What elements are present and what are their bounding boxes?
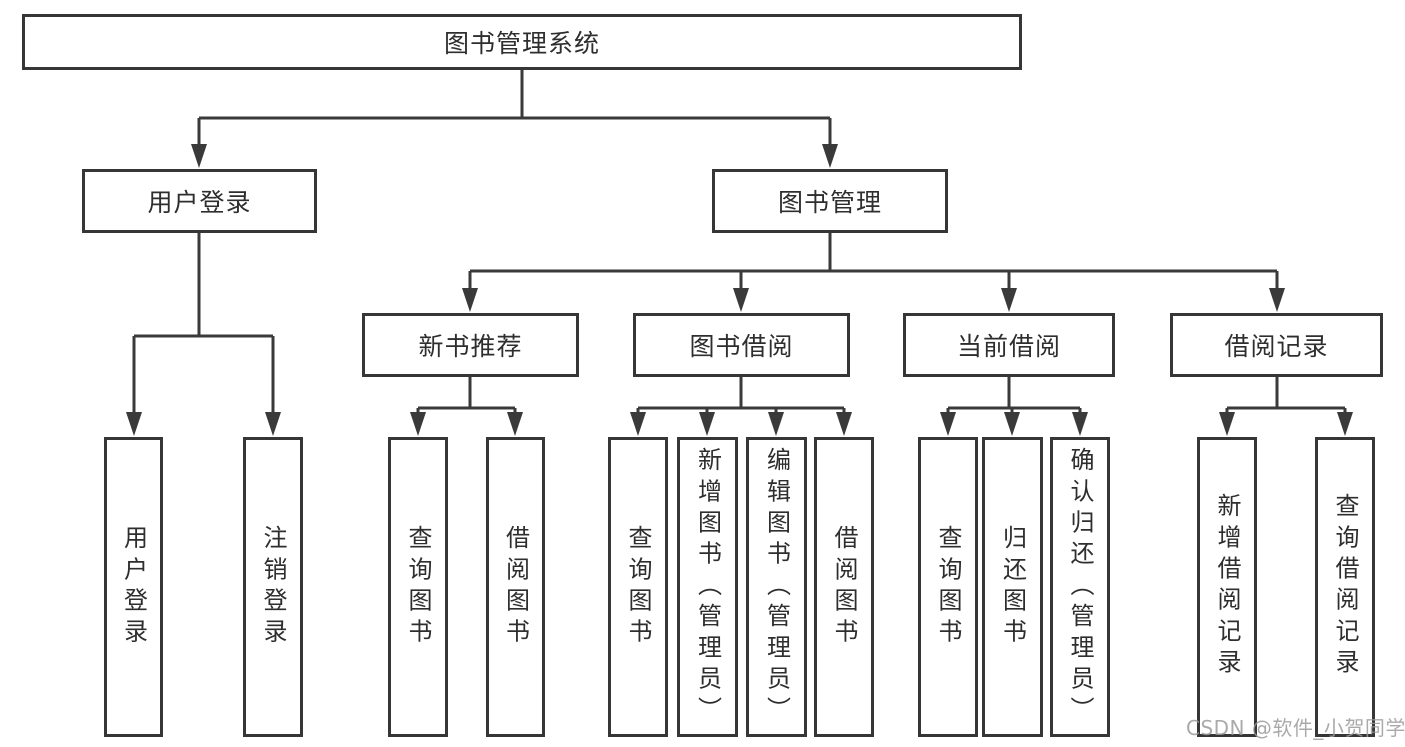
node-borrowing-records-label: 借阅记录 <box>1224 332 1329 361</box>
arrowhead-down-icon <box>940 412 956 436</box>
arrowhead-down-icon <box>733 288 749 312</box>
arrowhead-down-icon <box>630 412 646 436</box>
arrowhead-down-icon <box>1072 412 1088 436</box>
arrowhead-down-icon <box>191 144 207 168</box>
leaf-logout: 注销登录 <box>243 437 303 737</box>
leaf-return-book-label: 归还图书 <box>998 524 1027 650</box>
node-user-login-label: 用户登录 <box>147 188 252 217</box>
leaf-return-book: 归还图书 <box>982 437 1043 737</box>
arrowhead-down-icon <box>410 412 426 436</box>
arrowhead-down-icon <box>1269 288 1285 312</box>
leaf-logout-label: 注销登录 <box>259 524 287 650</box>
leaf-borrow-books-2: 借阅图书 <box>814 437 874 737</box>
node-book-management-label: 图书管理 <box>777 188 882 217</box>
arrowhead-down-icon <box>1001 288 1017 312</box>
leaf-borrow-books-2-label: 借阅图书 <box>830 524 858 650</box>
node-system-root: 图书管理系统 <box>22 14 1022 70</box>
leaf-search-books-2: 查询图书 <box>608 437 668 737</box>
arrowhead-down-icon <box>699 412 715 436</box>
leaf-search-books-2-label: 查询图书 <box>624 524 652 650</box>
node-book-borrowing-label: 图书借阅 <box>689 332 794 361</box>
arrowhead-down-icon <box>822 144 838 168</box>
leaf-search-books-3-label: 查询图书 <box>934 524 962 650</box>
leaf-search-borrow-record-label: 查询借阅记录 <box>1331 493 1359 681</box>
leaf-borrow-books-1: 借阅图书 <box>486 437 545 737</box>
node-book-borrowing: 图书借阅 <box>633 313 850 377</box>
leaf-add-book-admin: 新增图书（管理员） <box>677 437 738 737</box>
node-current-borrowing: 当前借阅 <box>903 313 1115 377</box>
arrowhead-down-icon <box>768 412 784 436</box>
leaf-borrow-books-1-label: 借阅图书 <box>501 524 530 650</box>
arrowhead-down-icon <box>462 288 478 312</box>
leaf-edit-book-admin-label: 编辑图书（管理员） <box>762 446 791 728</box>
leaf-add-borrow-record-label: 新增借阅记录 <box>1213 493 1241 681</box>
node-new-book-recommend-label: 新书推荐 <box>418 332 523 361</box>
node-current-borrowing-label: 当前借阅 <box>956 332 1061 361</box>
leaf-add-book-admin-label: 新增图书（管理员） <box>693 446 722 728</box>
arrowhead-down-icon <box>126 412 142 436</box>
node-new-book-recommend: 新书推荐 <box>362 313 579 377</box>
leaf-confirm-return-admin: 确认归还（管理员） <box>1050 437 1110 737</box>
leaf-user-login-label: 用户登录 <box>119 524 148 650</box>
leaf-search-books-3: 查询图书 <box>918 437 978 737</box>
node-book-management: 图书管理 <box>712 169 948 233</box>
arrowhead-down-icon <box>265 412 281 436</box>
node-system-root-label: 图书管理系统 <box>443 29 600 58</box>
arrowhead-down-icon <box>836 412 852 436</box>
arrowhead-down-icon <box>1219 412 1235 436</box>
leaf-user-login: 用户登录 <box>104 437 163 737</box>
arrowhead-down-icon <box>507 412 523 436</box>
leaf-search-borrow-record: 查询借阅记录 <box>1315 437 1375 737</box>
arrowhead-down-icon <box>1337 412 1353 436</box>
leaf-search-books-1-label: 查询图书 <box>404 524 432 650</box>
leaf-search-books-1: 查询图书 <box>388 437 448 737</box>
leaf-confirm-return-admin-label: 确认归还（管理员） <box>1066 446 1094 728</box>
arrowhead-down-icon <box>1004 412 1020 436</box>
leaf-add-borrow-record: 新增借阅记录 <box>1197 437 1257 737</box>
leaf-edit-book-admin: 编辑图书（管理员） <box>746 437 807 737</box>
node-user-login: 用户登录 <box>82 169 317 233</box>
node-borrowing-records: 借阅记录 <box>1170 313 1383 377</box>
